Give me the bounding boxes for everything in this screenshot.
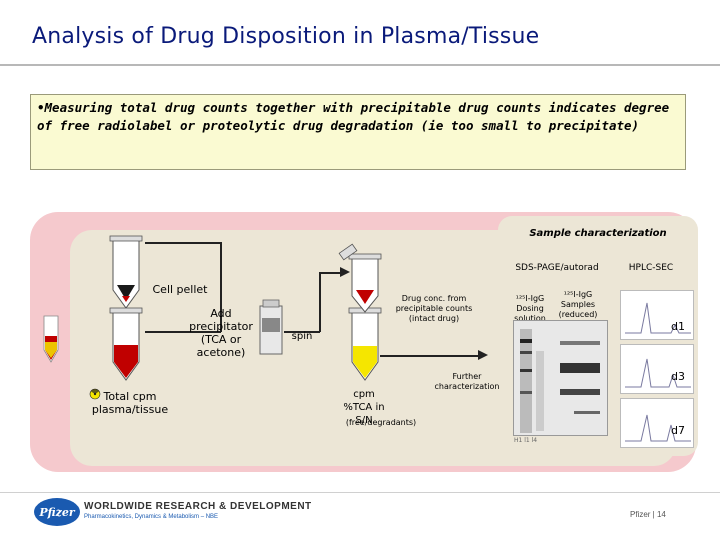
radioactive-icon [89,388,101,400]
hplc-d1-label: d1 [671,320,685,333]
sds-page-label: SDS-PAGE/autorad [515,263,599,273]
total-cpm-label: Total cpm plasma/tissue [91,390,169,416]
igg-samples-label: ¹²⁵I-IgG Samples (reduced) [558,290,598,319]
connector-further [380,355,480,357]
connector-spin [284,331,320,333]
gel-lane-labels: H1 l1 l4 [514,437,538,444]
further-characterization-label: Further characterization [434,372,500,391]
connector-top [145,242,221,244]
free-degradants-label: (free/degradants) [345,418,417,427]
hplc-d7-label: d7 [671,424,685,437]
footer-organization: WORLDWIDE RESEARCH & DEVELOPMENT [84,501,312,512]
connector-spin-top [319,272,345,274]
hplc-chromatogram-d7 [620,398,694,448]
further-arrowhead [478,350,488,360]
hplc-chromatogram-d1 [620,290,694,340]
slide-title: Analysis of Drug Disposition in Plasma/T… [32,24,540,49]
pfizer-logo: Pfizer [34,498,80,526]
gel-bands [520,329,600,433]
spin-arrowhead [340,267,350,277]
precipitator-bottle [259,299,283,355]
igg-dosing-label: ¹²⁵I-IgG Dosing solution [514,294,546,323]
left-edge-tube [43,315,59,363]
summary-box: •Measuring total drug counts together wi… [30,94,686,170]
connector-left-down [220,242,222,332]
footer-department: Pharmacokinetics, Dynamics & Metabolism … [84,514,219,520]
connector-to-tube [145,331,221,333]
hplc-chromatogram-d3 [620,344,694,394]
hplc-sec-label: HPLC-SEC [628,263,674,273]
add-precipitator-label: Add precipitator (TCA or acetone) [189,307,253,359]
open-cap [338,243,358,261]
gel-autorad-image [513,320,608,436]
title-divider [0,64,720,66]
footer-page-number: Pfizer | 14 [630,510,666,519]
spin-tube [348,307,382,381]
precipitate-tube [348,253,382,313]
connector-spin-up [319,272,321,332]
hplc-d3-label: d3 [671,370,685,383]
cell-pellet-tube [109,235,143,309]
cell-pellet-label: Cell pellet [152,283,208,296]
drug-conc-label: Drug conc. from precipitable counts (int… [395,294,473,323]
spin-label: spin [291,331,313,342]
total-cpm-tube [109,307,143,381]
cpm-tca-label: cpm %TCA in S/N [343,389,385,426]
sample-characterization-label: Sample characterization [529,228,667,239]
footer-divider [0,492,720,493]
